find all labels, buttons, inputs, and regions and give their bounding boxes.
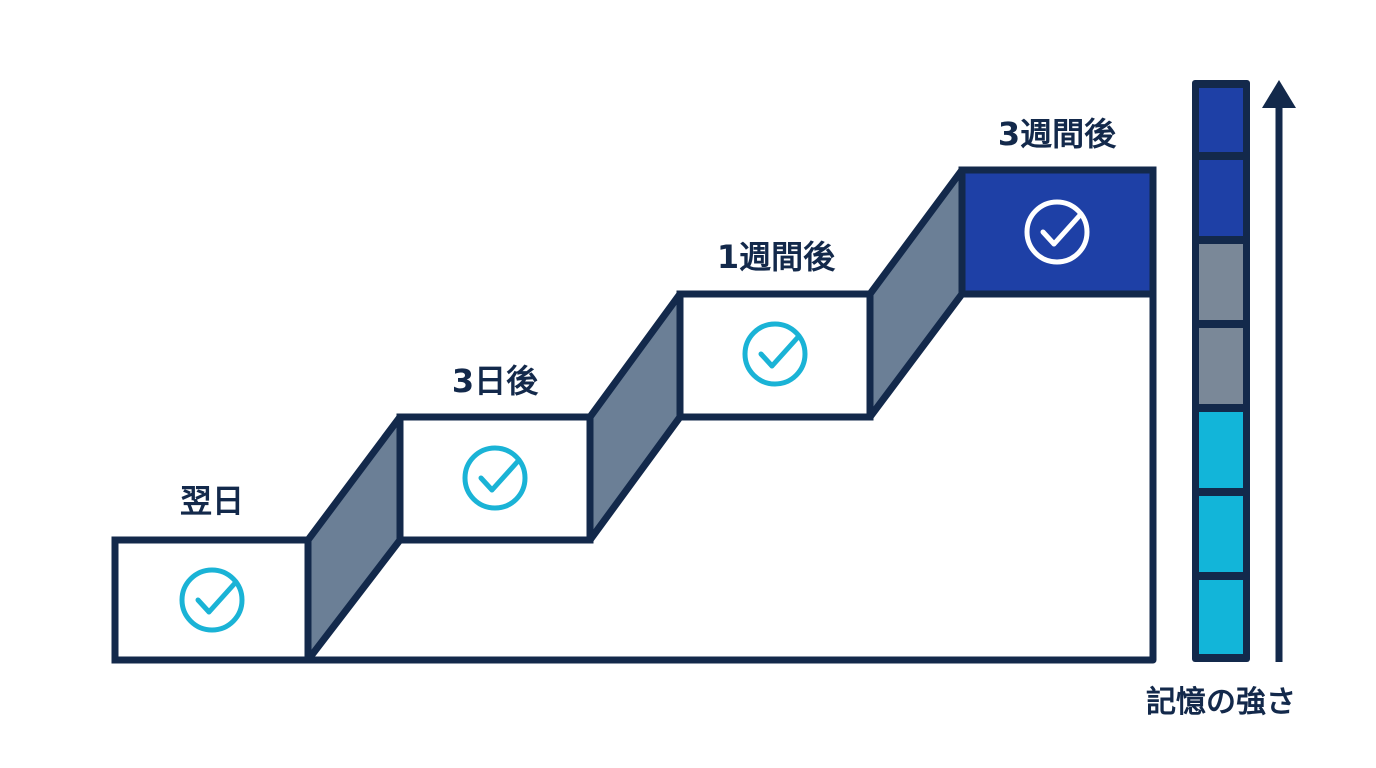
step-box-4 xyxy=(958,166,1157,298)
meter-segment xyxy=(1199,160,1243,236)
check-circle-icon xyxy=(742,321,808,387)
check-circle-icon xyxy=(179,567,245,633)
meter-segment xyxy=(1199,580,1243,654)
meter-segment xyxy=(1199,88,1243,152)
meter-label: 記憶の強さ xyxy=(1146,685,1296,720)
meter-segment xyxy=(1199,412,1243,488)
step-box-3 xyxy=(676,290,874,421)
meter-segment xyxy=(1199,244,1243,320)
meter-segment xyxy=(1199,496,1243,572)
meter-segment xyxy=(1199,328,1243,404)
arrow-up-icon xyxy=(1262,80,1296,662)
step-label-2: 3日後 xyxy=(452,362,539,400)
memory-strength-meter xyxy=(1192,80,1250,662)
check-circle-icon xyxy=(462,445,528,511)
step-label-4: 3週間後 xyxy=(998,115,1117,153)
step-label-3: 1週間後 xyxy=(717,238,836,276)
step-box-1 xyxy=(111,536,312,664)
check-circle-icon xyxy=(1024,199,1090,265)
step-label-1: 翌日 xyxy=(180,482,244,520)
staircase-outline xyxy=(308,294,1157,664)
step-box-2 xyxy=(396,413,594,544)
